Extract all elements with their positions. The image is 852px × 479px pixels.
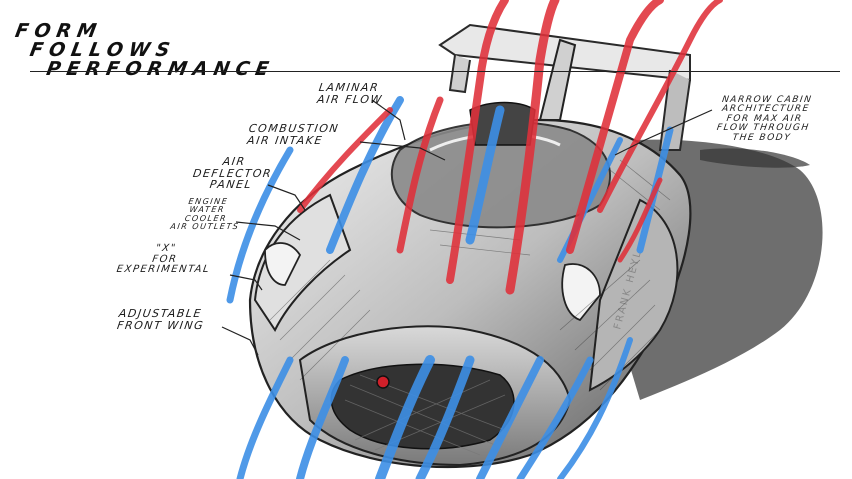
annotation-narrow-cabin: NARROW CABIN ARCHITECTURE FOR MAX AIR FL… bbox=[716, 95, 813, 143]
pencil-hatching bbox=[269, 159, 671, 391]
left-headlight bbox=[264, 242, 302, 286]
annotation-combustion-air-intake: COMBUSTION AIR INTAKE bbox=[246, 122, 341, 147]
title-line-3: PERFORMANCE bbox=[44, 58, 277, 80]
annotation-adjustable-front-wing: ADJUSTABLE FRONT WING bbox=[116, 307, 206, 332]
ground-shadow-streak bbox=[700, 148, 810, 168]
annotation-experimental: "X" FOR EXPERIMENTAL bbox=[115, 243, 211, 275]
right-fender bbox=[588, 198, 679, 392]
right-headlight bbox=[561, 263, 601, 322]
title-underline bbox=[30, 71, 840, 72]
badge-emblem bbox=[376, 375, 390, 389]
cool-airflow-streams bbox=[226, 96, 674, 479]
annotation-leader-lines bbox=[221, 99, 713, 356]
annotation-laminar-air-flow: LAMINAR AIR FLOW bbox=[316, 81, 384, 106]
hot-airflow-streams bbox=[297, 0, 723, 295]
annotation-air-deflector-panel: AIR DEFLECTOR PANEL bbox=[192, 155, 273, 192]
annotation-engine-water-cooler: ENGINE WATER COOLER AIR OUTLETS bbox=[169, 197, 240, 232]
front-grille bbox=[330, 363, 515, 450]
